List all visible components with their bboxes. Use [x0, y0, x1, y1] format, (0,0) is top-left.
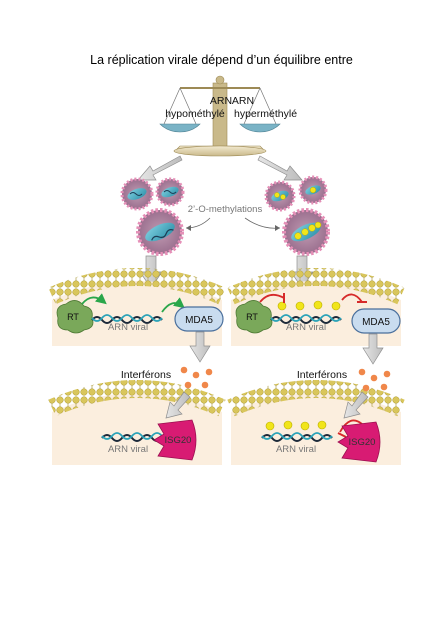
mda5-label-left: MDA5 — [185, 315, 213, 326]
virions-left — [120, 177, 185, 256]
rt-label-right: RT — [246, 312, 258, 322]
rna-label-top-left: ARN viral — [107, 322, 149, 333]
inhibit-arrow-bottom-right — [337, 419, 363, 438]
interferons-right — [358, 368, 391, 392]
rna-right — [270, 300, 342, 324]
interferons-label-right: Interférons — [296, 369, 348, 381]
balance-left-line1: ARN — [209, 95, 233, 107]
balance-right-line1: ARN — [231, 95, 255, 107]
rna-label-bottom-right: ARN viral — [275, 444, 317, 455]
mda5-label-right: MDA5 — [362, 317, 390, 328]
balance-right-line2: hyperméthylé — [234, 108, 298, 120]
isg20-label-left: ISG20 — [165, 435, 192, 446]
mda5-left — [174, 306, 224, 332]
methylation-pointers — [185, 217, 281, 231]
methylation-label: 2’-O-methylations — [187, 204, 263, 215]
activate-arrows-left — [81, 293, 185, 313]
isg20-left — [153, 419, 197, 461]
figure-title: La réplication virale dépend d’un équili… — [90, 53, 353, 67]
rna-left — [91, 314, 163, 324]
isg20-right — [337, 421, 381, 463]
interferons-left — [180, 366, 213, 389]
isg20-label-right: ISG20 — [349, 437, 376, 448]
ifn-arrows — [165, 391, 369, 419]
split-arrows — [137, 155, 303, 181]
rna-label-top-right: ARN viral — [285, 322, 327, 333]
rna-label-bottom-left: ARN viral — [107, 444, 149, 455]
rna-bottom-right — [261, 420, 333, 442]
balance-scale — [159, 75, 281, 157]
interferons-label-left: Interférons — [120, 369, 172, 381]
mda5-arrows — [189, 331, 384, 365]
balance-left-line2: hypométhylé — [165, 108, 225, 120]
balance-left-label: ARN hypométhylé — [165, 95, 240, 121]
virions-right — [264, 175, 330, 256]
inhibit-arrows-right — [259, 293, 367, 303]
balance-right-label: ARN hyperméthylé — [228, 95, 298, 121]
rt-label-left: RT — [67, 312, 79, 322]
mda5-right — [351, 308, 401, 334]
rna-bottom-left — [101, 432, 163, 442]
